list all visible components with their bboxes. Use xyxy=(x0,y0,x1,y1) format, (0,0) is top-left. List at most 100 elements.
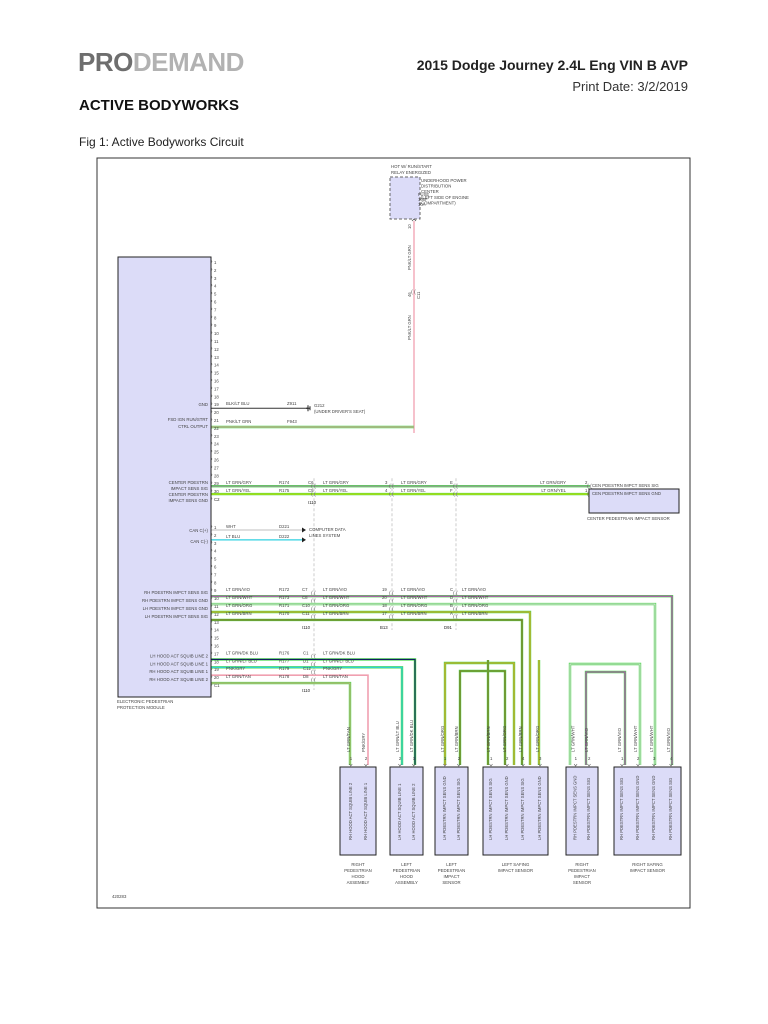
connector-symbol xyxy=(389,491,394,497)
component-wire-color: PNK/GRY xyxy=(361,733,366,752)
component-pin-terminal xyxy=(489,763,493,767)
component-wire-color: LT GRN/BRN xyxy=(454,726,459,752)
component-wire-color: LT GRN/VIO xyxy=(666,727,671,752)
component-name: IMPACT SENSOR xyxy=(630,868,665,873)
module-pin-number: 11 xyxy=(214,339,219,344)
lh-sig-branch-wire xyxy=(458,669,507,765)
module-pin-number: 21 xyxy=(214,418,219,423)
arrow-right-icon xyxy=(302,527,306,533)
component-pin-label: LH HOOD ACT SQUIB LINE 1 xyxy=(397,783,402,840)
module-pin-number: 28 xyxy=(214,473,219,478)
component-pin-label: RH PDESTRN IMPCT SENS SIG xyxy=(668,778,673,840)
component-pin-terminal xyxy=(669,763,673,767)
component-wire-color: LT GRN/WHT xyxy=(633,725,638,752)
squib-wire-color: PNK/GRY xyxy=(226,666,245,671)
module-pin-number: 16 xyxy=(214,644,219,649)
connector-symbol xyxy=(389,590,394,596)
connector-symbol xyxy=(389,598,394,604)
module-name-line1: ELECTRONIC PEDESTRIAN xyxy=(117,699,173,704)
squib-wire-color: LT GRN/DK BLU xyxy=(226,650,258,655)
print-date: Print Date: 3/2/2019 xyxy=(572,79,688,94)
connector-symbol xyxy=(311,661,316,667)
component-pin-terminal xyxy=(443,763,447,767)
sensor-wire-color-2: LT GRN/ORG xyxy=(323,603,350,608)
pin-label-cen-sig-line1: CENTER PDESTRN xyxy=(169,480,208,485)
component-name: IMPACT SENSOR xyxy=(498,868,533,873)
sensor-cavity: C8 xyxy=(302,595,308,600)
module-pin-number: 15 xyxy=(214,636,219,641)
inline-connector-id: C11 xyxy=(416,291,421,299)
lh-sens-gnd-wire-tracer xyxy=(211,611,531,765)
module-pin-number: 10 xyxy=(214,596,219,601)
module-pin-number: 7 xyxy=(214,572,217,577)
component-name: PEDESTRIAN xyxy=(393,868,420,873)
module-pin-number: 30 xyxy=(214,489,219,494)
module-pin-number: 4 xyxy=(214,549,217,554)
pin-label-fsd-line2: CTRL OUTPUT xyxy=(178,424,208,429)
squib-wire-tracer xyxy=(211,666,403,765)
center-wire-color-4: LT GRN/YEL xyxy=(541,488,566,493)
sensor-pin-2: 20 xyxy=(382,595,387,600)
component-wire-color: LT GRN/ORG xyxy=(535,725,540,752)
fuse-box-label-line: UNDERHOOD POWER xyxy=(421,178,467,183)
module-pin-number: 9 xyxy=(214,588,217,593)
pin-label-squib: RH HOOD ACT SQUIB LINE 2 xyxy=(149,677,208,682)
component-pin-number: 1 xyxy=(490,756,493,761)
center-sensor-pin-label: CEN PDESTRN IMPCT SENS SIG xyxy=(592,483,659,488)
module-pin-number: 12 xyxy=(214,612,219,617)
pin-label-gnd: GND xyxy=(198,402,208,407)
component-name: PEDESTRIAN xyxy=(568,868,595,873)
lh-sens-gnd-wire xyxy=(211,610,532,765)
component-pin-number: 2 xyxy=(637,756,640,761)
component-pin-label: RH PDESTRN IMPCT SENS GND xyxy=(635,776,640,840)
module-pin-number: 3 xyxy=(214,276,217,281)
sensor-wire-color-4: LT GRN/VIO xyxy=(462,587,487,592)
squib-wire-color: LT GRN/TAN xyxy=(226,674,251,679)
component-pin-number: 4 xyxy=(522,756,525,761)
module-pin-number: 1 xyxy=(214,525,217,530)
lh-sens-sig-wire xyxy=(211,618,524,765)
component-pin-terminal xyxy=(457,763,461,767)
component-pin-label: LH PDESTRN IMPCT SENS GND xyxy=(537,776,542,840)
module-pin-number: 22 xyxy=(214,426,219,431)
squib-cavity: D8 xyxy=(303,674,309,679)
logo-part-pro: PRO xyxy=(78,47,133,77)
pin-label-cen-gnd-line2: IMPACT SENS GND xyxy=(169,498,208,503)
component-name: ASSEMBLY xyxy=(395,880,418,885)
prodemand-logo: PRODEMAND xyxy=(78,47,244,78)
component-pin-label: RH HOOD ACT SQUIB LINE 1 xyxy=(363,782,368,840)
center-pin-3: F xyxy=(450,488,453,493)
component-wire-color: LT GRN/ORG xyxy=(440,725,445,752)
component-pin-number: 2 xyxy=(458,756,461,761)
component-name: IMPACT xyxy=(444,874,460,879)
sensor-wire-color-4: LT GRN/ORG xyxy=(462,603,489,608)
fuse-header-line2: RELAY ENERGIZED xyxy=(391,170,431,175)
component-pin-terminal xyxy=(412,763,416,767)
component-box xyxy=(434,766,469,856)
rh-sig-branch-wire-tracer xyxy=(585,671,626,765)
sensor-wire-color-2: LT GRN/BRN xyxy=(323,611,349,616)
sensor-cavity: C7 xyxy=(302,587,308,592)
ground-circuit-id: Z911 xyxy=(287,401,297,406)
module-pin-number: C1 xyxy=(214,683,220,688)
ground-wire-color: BLK/LT BLU xyxy=(226,401,250,406)
sensor-wire-color: LT GRN/VIO xyxy=(226,587,251,592)
module-pin-number: 7 xyxy=(214,307,217,312)
component-pin-number: 1 xyxy=(621,756,624,761)
module-pin-number: 27 xyxy=(214,465,219,470)
module-pin-number: 26 xyxy=(214,458,219,463)
module-pin-number: 13 xyxy=(214,620,219,625)
module-pin-number: 24 xyxy=(214,442,219,447)
module-pin-number: 10 xyxy=(214,331,219,336)
center-wire-color: LT GRN/GRY xyxy=(226,480,252,485)
can-circuit-id: D222 xyxy=(279,534,290,539)
squib-circuit-id: R179 xyxy=(279,666,290,671)
component-pin-terminal xyxy=(652,763,656,767)
sensor-pin-3: B xyxy=(450,603,453,608)
sensor-circuit-id: R173 xyxy=(279,595,290,600)
component-pin-label: LH PDESTRN IMPCT SENS GND xyxy=(504,776,509,840)
module-pin-number: 11 xyxy=(214,604,219,609)
pin-label-sensor: LH PDESTRN IMPCT SENS GND xyxy=(143,606,208,611)
component-pin-label: RH PDESTRN IMPCT SENS SIG xyxy=(586,778,591,840)
fuse-box-label-line: (LEFT SIDE OF ENGINE xyxy=(421,195,469,200)
